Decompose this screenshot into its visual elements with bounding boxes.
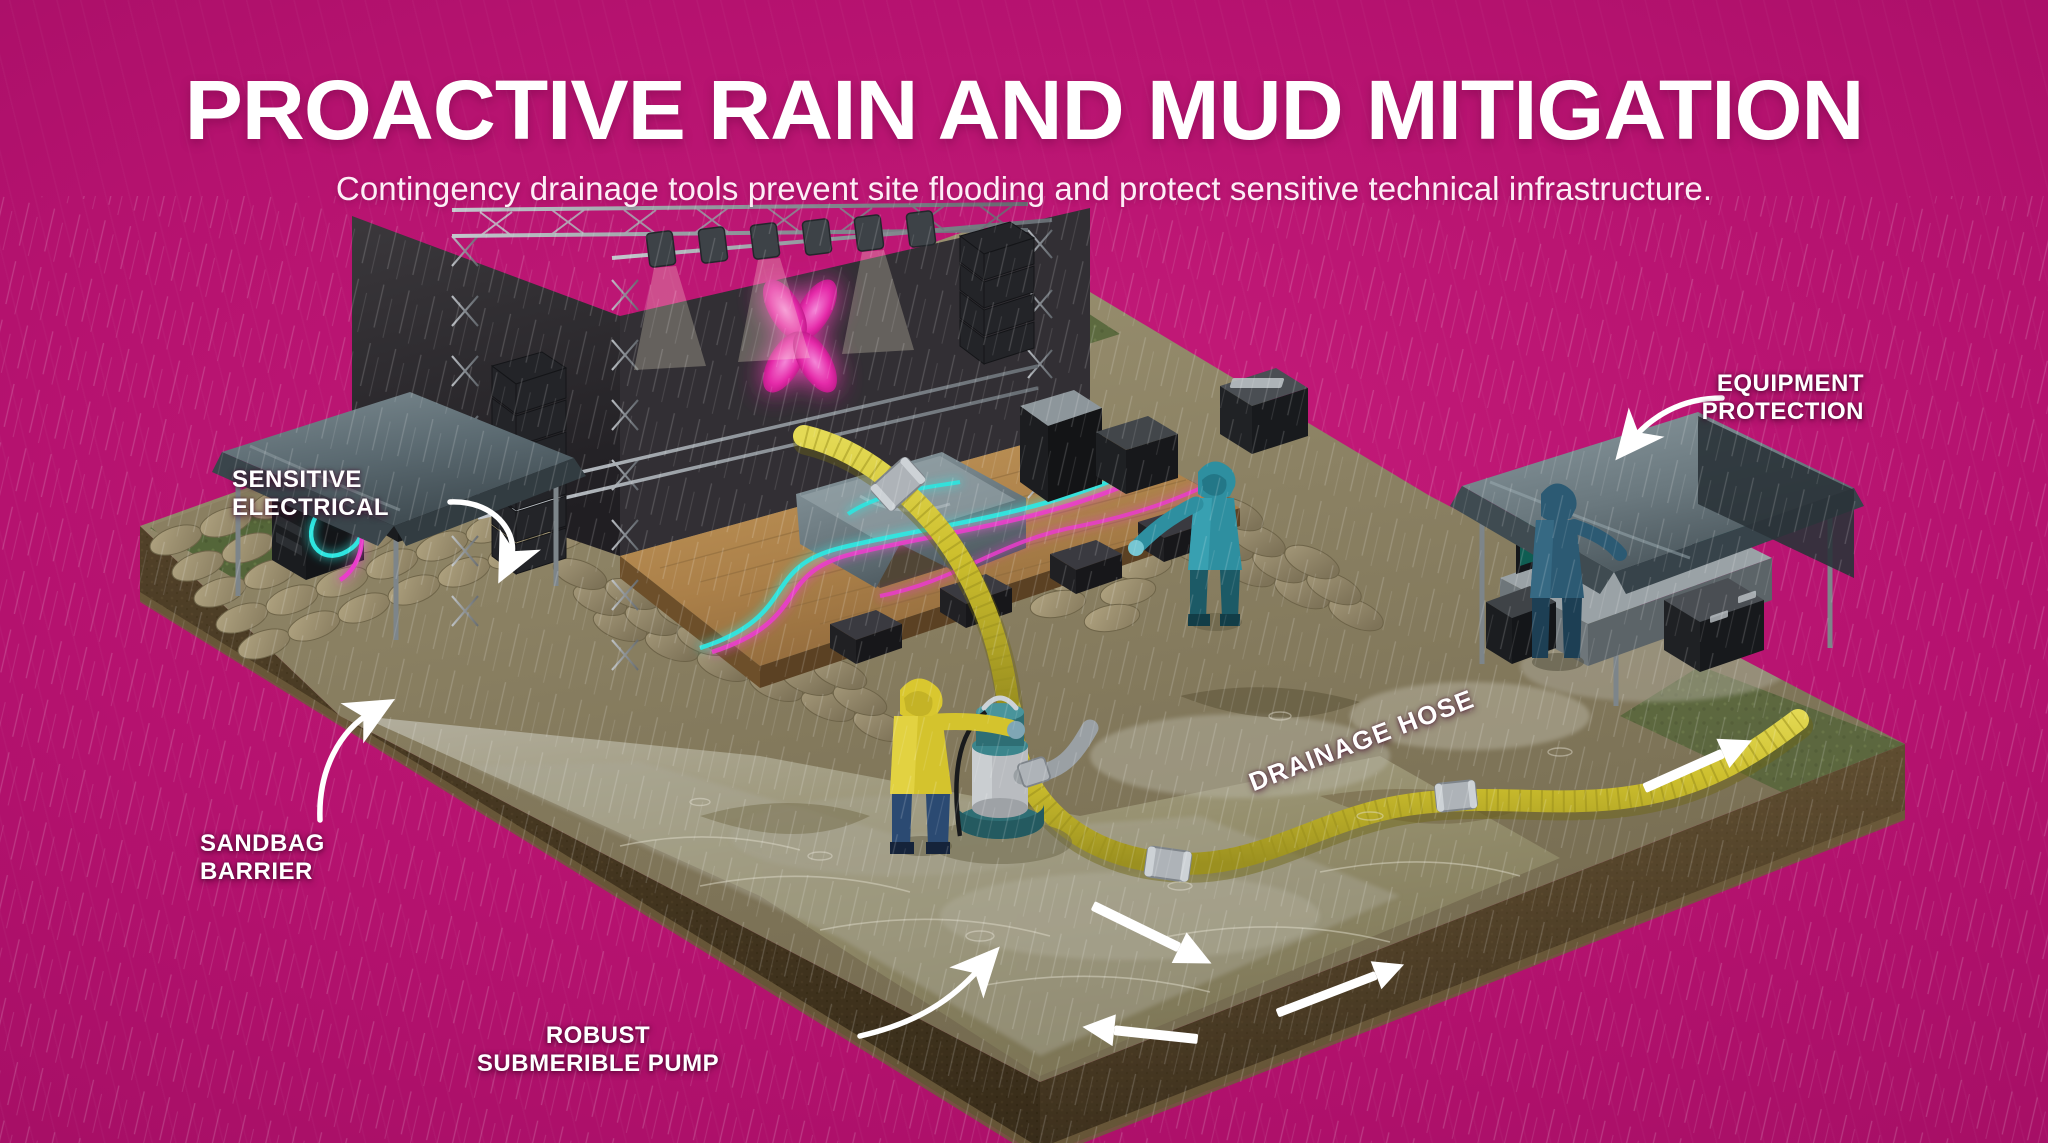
header: PROACTIVE RAIN AND MUD MITIGATION Contin…	[0, 0, 2048, 208]
callout-line-1: SANDBAG	[200, 830, 325, 857]
callout-line-1: SENSITIVE	[232, 466, 362, 493]
page-subtitle: Contingency drainage tools prevent site …	[335, 170, 1713, 207]
callout-line-2: PROTECTION	[1701, 397, 1864, 425]
callout-line-2: BARRIER	[200, 857, 313, 885]
callout-equipment-protection: EQUIPMENT PROTECTION	[1602, 370, 1864, 425]
callout-line-2: ELECTRICAL	[232, 493, 389, 521]
callout-line-1: EQUIPMENT	[1716, 370, 1864, 397]
page-title: PROACTIVE RAIN AND MUD MITIGATION	[184, 63, 1865, 157]
callout-sandbag-barrier: SANDBAG BARRIER	[200, 830, 325, 885]
callout-robust-submerible-pump: ROBUST SUBMERIBLE PUMP	[468, 1022, 728, 1077]
scene-rain-overlay	[0, 196, 2048, 1143]
diorama-scene	[0, 196, 2048, 1143]
callout-sensitive-electrical: SENSITIVE ELECTRICAL	[232, 466, 389, 521]
callout-line-1: ROBUST	[545, 1022, 651, 1049]
callout-line-2: SUBMERIBLE PUMP	[476, 1049, 720, 1077]
